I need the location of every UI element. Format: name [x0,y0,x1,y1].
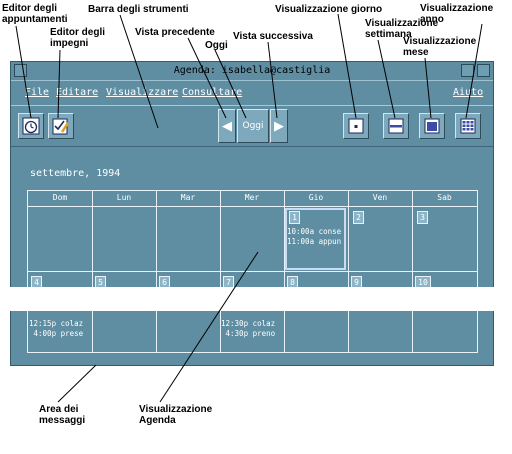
day-number[interactable]: 3 [417,211,428,224]
toolbar: ◀ Oggi ▶ [11,105,493,147]
day-header-fri: Ven [372,193,388,202]
appointment-entry[interactable]: 11:00a appun [287,237,342,246]
menu-browse[interactable]: Consultare [182,87,243,98]
day-header-sun: Dom [52,193,68,202]
week-calendar-icon [388,118,404,134]
menu-bar: File Editare Visualizzare Consultare Aiu… [11,81,493,105]
month-calendar-icon [424,118,440,134]
appointment-entry[interactable]: 10:00a conse [287,227,342,236]
todo-editor-button[interactable] [48,113,74,139]
callout-today: Oggi [205,40,228,51]
today-highlight[interactable] [285,208,346,270]
callout-week-view: Visualizzazione settimana [365,18,439,40]
day-number[interactable]: 1 [289,211,300,224]
callout-next-view: Vista successiva [233,31,313,42]
callout-calendar-view: Visualizzazione Agenda [139,404,213,426]
menu-help[interactable]: Aiuto [453,87,484,98]
minimize-button[interactable] [461,64,474,77]
callout-year-view: Visualizzazione anno [420,3,494,25]
month-label: settembre, 1994 [30,168,121,179]
day-calendar-icon [348,118,364,134]
title-bar[interactable]: Agenda: isabella@castiglia [11,62,493,81]
next-view-button[interactable]: ▶ [270,109,288,143]
callout-todo-editor: Editor degli impegni [50,27,105,49]
today-button[interactable]: Oggi [237,109,269,143]
appointment-entry[interactable]: 4:30p preno [221,329,276,338]
appointment-entry[interactable]: 12:15p colaz [29,319,84,328]
day-header-wed: Mer [244,193,260,202]
arrow-left-icon: ◀ [222,118,232,134]
callout-month-view: Visualizzazione mese [403,36,477,58]
appointment-editor-button[interactable] [18,113,44,139]
checklist-pencil-icon [52,118,70,135]
day-header-sat: Sab [437,193,452,202]
callout-appointment-editor: Editor degli appuntamenti [2,3,68,25]
menu-view[interactable]: Visualizzare [106,87,179,98]
year-view-button[interactable] [455,113,481,139]
day-header-tue: Mar [180,193,196,202]
prev-view-button[interactable]: ◀ [218,109,236,143]
appointment-entry[interactable]: 12:30p colaz [221,319,276,328]
maximize-button[interactable] [477,64,490,77]
callout-message-area: Area dei messaggi [39,404,86,426]
callout-prev-view: Vista precedente [135,27,215,38]
clock-icon [22,117,40,135]
menu-edit[interactable]: Editare [56,87,99,98]
day-number[interactable]: 2 [353,211,364,224]
appointment-entry[interactable]: 4:00p prese [29,329,84,338]
calendar-window: Agenda: isabella@castiglia File Editare … [10,61,494,366]
torn-edge [0,287,512,311]
day-view-button[interactable] [343,113,369,139]
window-title: Agenda: isabella@castiglia [173,65,331,76]
callout-toolbar: Barra degli strumenti [88,4,189,15]
callout-day-view: Visualizzazione giorno [275,4,383,15]
month-grid: Dom Lun Mar Mer Gio Ven Sab 1 10:00a con… [27,190,478,353]
day-number[interactable]: 10 [415,276,431,289]
year-calendar-icon [460,118,476,134]
arrow-right-icon: ▶ [274,118,284,134]
menu-file[interactable]: File [25,87,50,98]
day-header-thu: Gio [308,193,324,202]
month-view-button[interactable] [419,113,445,139]
week-view-button[interactable] [383,113,409,139]
day-header-mon: Lun [116,193,132,202]
